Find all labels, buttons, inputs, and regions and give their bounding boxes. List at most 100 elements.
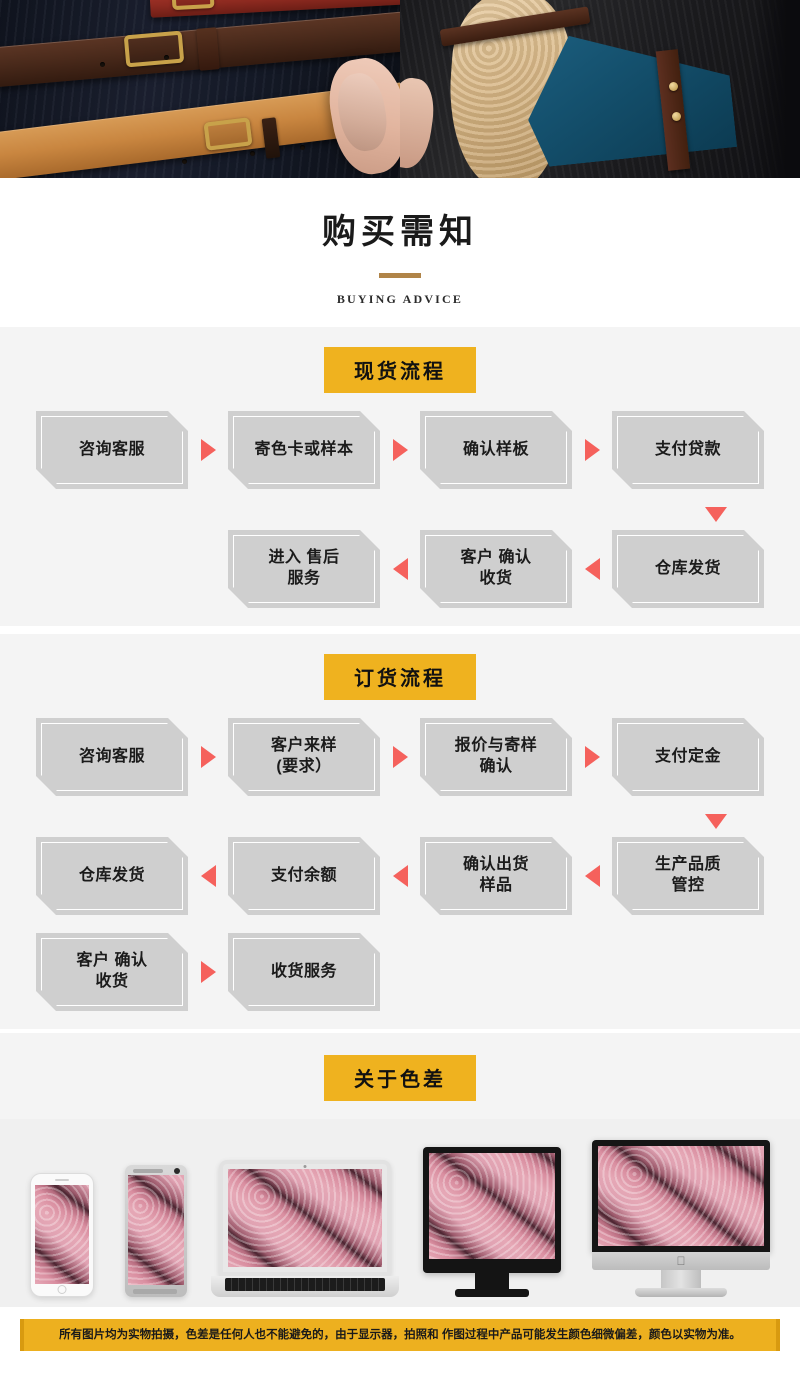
- clutch-stud: [672, 112, 681, 121]
- flow-node: 收货服务: [228, 933, 380, 1011]
- flow-node: 客户来样 (要求）: [228, 718, 380, 796]
- stock-flow-row-2: 进入 售后 服务 客户 确认 收货 仓库发货: [0, 530, 800, 608]
- flow-node-label: 客户来样 (要求）: [270, 737, 337, 775]
- page-subtitle: BUYING ADVICE: [336, 292, 464, 306]
- arrow-right-icon: [188, 746, 228, 768]
- flow-node-label: 咨询客服: [78, 440, 145, 458]
- arrow-left-icon: [572, 865, 612, 887]
- section-title-block: 购买需知 BUYING ADVICE: [0, 178, 800, 327]
- flow-node-label: 进入 售后 服务: [268, 549, 340, 587]
- flow-node: 支付贷款: [612, 411, 764, 489]
- color-difference-badge: 关于色差: [324, 1055, 476, 1101]
- stock-flow-section: 现货流程 咨询客服 寄色卡或样本 确认样板 支付贷款: [0, 327, 800, 626]
- laptop-camera: [303, 1165, 307, 1168]
- flow-node: 咨询客服: [36, 411, 188, 489]
- android-speaker: [133, 1169, 164, 1173]
- laptop-keyboard: [224, 1278, 385, 1291]
- arrow-right-icon: [188, 439, 228, 461]
- flow-node-label: 仓库发货: [654, 559, 721, 577]
- brown-belt-loop: [196, 27, 220, 71]
- flow-node-label: 客户 确认 收货: [76, 952, 148, 990]
- arrow-right-icon: [380, 439, 420, 461]
- flow-node-label: 支付定金: [654, 747, 721, 765]
- belt-hole: [182, 159, 187, 164]
- flow-node: 咨询客服: [36, 718, 188, 796]
- flow-node-label: 支付余额: [270, 866, 337, 884]
- belt-hole: [300, 145, 305, 150]
- laptop-lid: [218, 1160, 391, 1276]
- title-divider: [379, 273, 421, 278]
- imac-screen-fabric: [598, 1146, 765, 1246]
- arrow-left-icon: [380, 865, 420, 887]
- flow-node-label: 生产品质 管控: [654, 856, 721, 894]
- order-flow-badge: 订货流程: [324, 654, 476, 700]
- disclaimer-wrap: 所有图片均为实物拍摄，色差是任何人也不能避免的，由于显示器，拍照和 作图过程中产…: [0, 1307, 800, 1377]
- hero-image-belts: [0, 0, 400, 178]
- lcd-bezel: [422, 1147, 561, 1273]
- lcd-monitor-mockup: [422, 1147, 561, 1297]
- flow-node: 进入 售后 服务: [228, 530, 380, 608]
- flow-node: 确认出货 样品: [420, 837, 572, 915]
- arrow-down-icon: [0, 507, 800, 522]
- color-badge-wrap: 关于色差: [0, 1055, 800, 1101]
- arrow-down-icon: [0, 814, 800, 829]
- hero-right-vignette: [754, 0, 800, 178]
- arrow-right-icon: [572, 439, 612, 461]
- hero-banner: [0, 0, 800, 178]
- arrow-right-icon: [572, 746, 612, 768]
- iphone-screen-fabric: [34, 1185, 89, 1284]
- flow-node-label: 报价与寄样 确认: [454, 737, 538, 775]
- flow-node: 生产品质 管控: [612, 837, 764, 915]
- apple-logo-icon: : [677, 1255, 686, 1267]
- laptop-mockup: [210, 1160, 399, 1297]
- stock-flow-badge: 现货流程: [324, 347, 476, 393]
- hero-image-dog-clutch: [400, 0, 800, 178]
- flow-node-label: 确认出货 样品: [462, 856, 529, 894]
- arrow-left-icon: [572, 558, 612, 580]
- flow-node: 仓库发货: [36, 837, 188, 915]
- clutch-stud: [669, 82, 678, 91]
- imac-mockup: : [592, 1140, 771, 1297]
- android-camera: [174, 1168, 181, 1174]
- imac-stand-neck: [661, 1270, 702, 1288]
- order-flow-row-2: 仓库发货 支付余额 确认出货 样品 生产品质 管控: [0, 837, 800, 915]
- brown-belt-buckle: [123, 30, 185, 68]
- belt-hole: [100, 62, 105, 67]
- arrow-right-icon: [380, 746, 420, 768]
- stock-flow-row-1: 咨询客服 寄色卡或样本 确认样板 支付贷款: [0, 411, 800, 489]
- flow-node: 客户 确认 收货: [420, 530, 572, 608]
- flow-node: 寄色卡或样本: [228, 411, 380, 489]
- flow-node-label: 收货服务: [270, 962, 337, 980]
- iphone-home-button: [57, 1285, 67, 1294]
- laptop-base: [210, 1276, 399, 1297]
- android-bottom-bar: [133, 1289, 178, 1294]
- flow-node: 支付余额: [228, 837, 380, 915]
- flow-node-label: 支付贷款: [654, 440, 721, 458]
- imac-stand-foot: [635, 1288, 728, 1297]
- flow-node-label: 确认样板: [462, 440, 529, 458]
- order-flow-row-3: 客户 确认 收货 收货服务: [0, 933, 800, 1011]
- android-phone-mockup: [125, 1165, 188, 1297]
- iphone-speaker: [54, 1179, 69, 1181]
- flow-node: 报价与寄样 确认: [420, 718, 572, 796]
- stock-flow-badge-wrap: 现货流程: [0, 347, 800, 393]
- tan-belt-buckle: [203, 117, 253, 151]
- imac-bezel: [592, 1140, 771, 1252]
- belt-hole: [250, 151, 255, 156]
- flow-node: 确认样板: [420, 411, 572, 489]
- flow-node-label: 咨询客服: [78, 747, 145, 765]
- order-flow-section: 订货流程 咨询客服 客户来样 (要求） 报价与寄样 确认 支付定金: [0, 630, 800, 1029]
- iphone-mockup: [29, 1173, 94, 1297]
- order-flow-row-1: 咨询客服 客户来样 (要求） 报价与寄样 确认 支付定金: [0, 718, 800, 796]
- flow-node-label: 客户 确认 收货: [460, 549, 532, 587]
- color-disclaimer-note: 所有图片均为实物拍摄，色差是任何人也不能避免的，由于显示器，拍照和 作图过程中产…: [20, 1319, 780, 1352]
- arrow-left-icon: [188, 865, 228, 887]
- belt-hole: [164, 55, 169, 60]
- laptop-screen-fabric: [227, 1169, 382, 1267]
- flow-node: 仓库发货: [612, 530, 764, 608]
- android-screen-fabric: [128, 1175, 185, 1285]
- imac-chin: : [592, 1252, 771, 1270]
- lcd-stand-neck: [474, 1273, 509, 1289]
- lcd-screen-fabric: [428, 1153, 555, 1259]
